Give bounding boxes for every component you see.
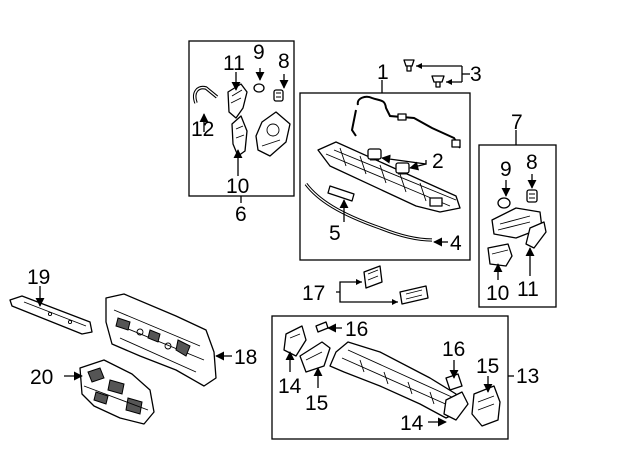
- callout-15-right: 15: [476, 355, 499, 378]
- grommet-part-8-left: [273, 89, 284, 102]
- callout-16-left: 16: [345, 318, 368, 341]
- leader-2b: [409, 161, 427, 171]
- clip-part-16-left: [315, 321, 329, 333]
- group-1-box: [299, 92, 471, 261]
- hose-part-12: [193, 85, 219, 104]
- bracket-part-11-left: [227, 83, 248, 119]
- callout-20: 20: [30, 366, 53, 389]
- leader-17-bracket: [336, 281, 398, 303]
- callout-3: 3: [470, 63, 482, 86]
- bracket-part-15-right: [471, 385, 501, 427]
- callout-19: 19: [27, 266, 50, 289]
- callout-8-right: 8: [526, 151, 538, 174]
- callout-14-right: 14: [400, 412, 424, 435]
- callout-1: 1: [377, 61, 389, 84]
- callout-11-right: 11: [517, 278, 539, 301]
- seal-part-4: [304, 183, 433, 242]
- insulator-part-20: [79, 359, 155, 425]
- callout-15-left: 15: [305, 392, 328, 415]
- bracket-part-11-right: [525, 221, 547, 249]
- callout-9-right: 9: [500, 158, 512, 181]
- cowl-top-part-13: [329, 341, 459, 419]
- bracket-part-14-left: [283, 325, 307, 357]
- clip-part-3b: [431, 75, 445, 88]
- callout-13: 13: [516, 365, 539, 388]
- callout-2: 2: [432, 150, 444, 173]
- callout-10-right: 10: [486, 282, 509, 305]
- callout-10-left: 10: [226, 175, 249, 198]
- grommet-part-8-right: [526, 189, 538, 203]
- callout-5: 5: [329, 222, 341, 245]
- callout-4: 4: [450, 232, 462, 255]
- seal-part-10-right: [487, 243, 513, 267]
- pad-part-17b: [399, 285, 429, 305]
- callout-8-left: 8: [278, 50, 290, 73]
- callout-6: 6: [235, 203, 247, 226]
- group-7-box: [478, 144, 557, 308]
- nozzle-part-2b: [395, 162, 410, 175]
- bracket-part-14-right: [443, 391, 469, 421]
- callout-9-left: 9: [253, 41, 265, 64]
- clip-part-9-right: [497, 197, 511, 209]
- callout-17: 17: [302, 282, 325, 305]
- callout-16-right: 16: [442, 338, 465, 361]
- callout-12: 12: [191, 118, 214, 141]
- cowl-panel-part-5: [317, 141, 461, 213]
- pad-part-17a: [363, 265, 383, 289]
- group-13-box: [271, 315, 509, 440]
- insulator-part-18: [105, 293, 217, 387]
- callout-14-left: 14: [278, 375, 302, 398]
- callout-18: 18: [234, 346, 257, 369]
- clip-part-3a: [403, 59, 415, 72]
- pad-part-in-group1: [327, 185, 355, 202]
- bracket-large-group6: [255, 111, 291, 157]
- seal-part-10-left: [231, 115, 248, 157]
- wiper-hose-assembly: [350, 95, 461, 149]
- clip-part-9-left: [253, 83, 265, 93]
- nozzle-part-2a: [367, 148, 382, 161]
- callout-7: 7: [511, 111, 523, 134]
- callout-11-left: 11: [223, 52, 245, 75]
- strip-part-19: [9, 295, 93, 335]
- bracket-part-15-left: [299, 341, 331, 373]
